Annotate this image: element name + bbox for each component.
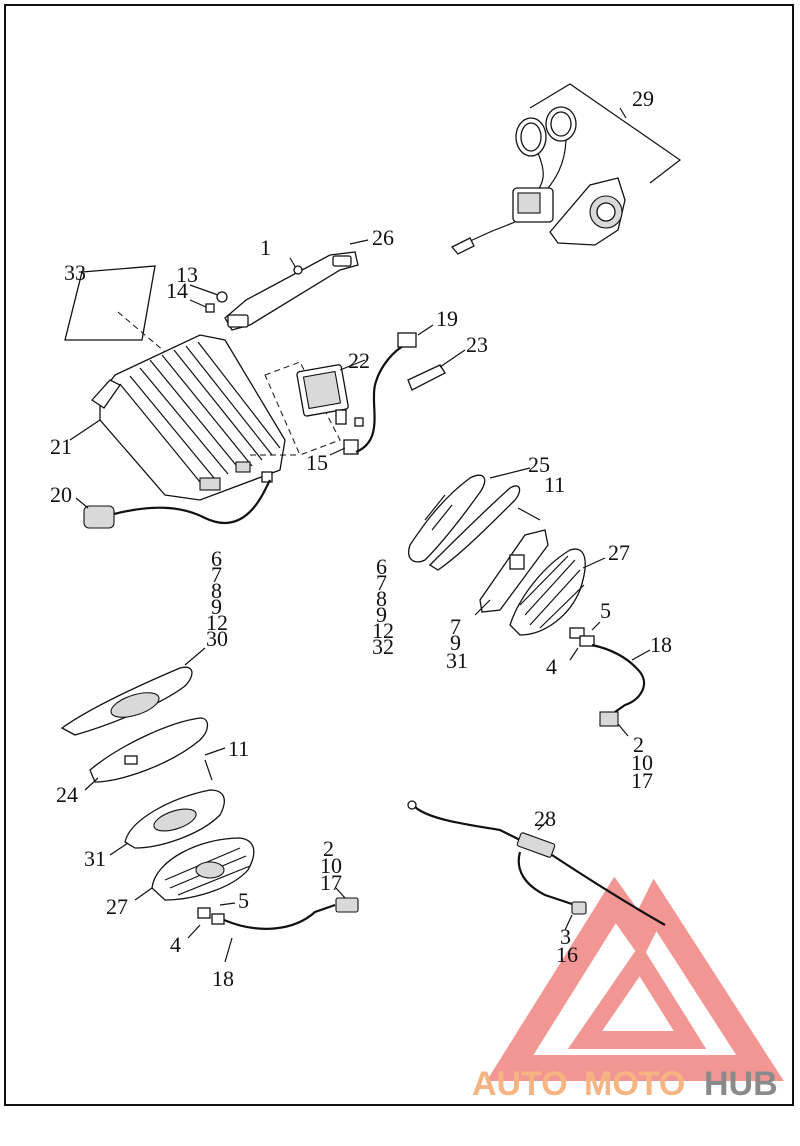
label-13: 13 [176,262,198,287]
part-harness [407,800,666,931]
part-sheet [64,265,166,353]
label-21: 21 [50,434,72,459]
label-group3-31: 31 [446,648,468,673]
label-29: 29 [632,86,654,111]
label-group3-7: 7 [450,614,461,639]
label-group2-32: 32 [372,634,394,659]
watermark-auto: AUTO [472,1065,568,1103]
label-2-right: 2 [633,732,644,757]
label-10-right: 10 [631,750,653,775]
label-1: 1 [260,235,271,260]
part-module-group [250,324,466,456]
part-antenna [75,479,271,529]
part-screws-13-14 [189,284,228,313]
label-25: 25 [528,452,550,477]
label-10-left: 10 [320,853,342,878]
part-headset [450,83,682,255]
watermark-logo [486,876,784,1081]
label-20: 20 [50,482,72,507]
label-group2-12: 12 [372,618,394,643]
label-group1-30: 30 [206,626,228,651]
label-4-left: 4 [170,932,181,957]
label-group2-8: 8 [376,586,387,611]
label-14: 14 [166,278,188,303]
label-15: 15 [306,450,328,475]
label-18-left: 18 [212,966,234,991]
part-left-speaker [60,647,359,963]
watermark-moto: MOTO [584,1065,685,1103]
label-11-left: 11 [228,736,249,761]
part-right-speaker [408,467,651,737]
label-23: 23 [466,332,488,357]
label-group1-7: 7 [211,562,222,587]
label-group2-9: 9 [376,602,387,627]
part-amplifier [69,334,286,501]
label-group1-12: 12 [206,610,228,635]
label-group1-8: 8 [211,578,222,603]
label-22: 22 [348,348,370,373]
label-17-left: 17 [320,870,342,895]
diagram-frame [4,4,794,1106]
label-24: 24 [56,782,78,807]
label-33: 33 [64,260,86,285]
label-3: 3 [560,924,571,949]
watermark-text: AUTO MOTO HUB [472,1065,778,1103]
label-31: 31 [84,846,106,871]
label-2-left: 2 [323,836,334,861]
label-5-right: 5 [600,598,611,623]
label-19: 19 [436,306,458,331]
watermark-hub: HUB [704,1065,778,1103]
label-11-right: 11 [544,472,565,497]
label-group1-9: 9 [211,594,222,619]
part-bracket-strap [224,239,369,331]
label-group2-7: 7 [376,570,387,595]
label-17-right: 17 [631,768,653,793]
label-27-left: 27 [106,894,128,919]
label-group1-6: 6 [211,546,222,571]
label-16: 16 [556,942,578,967]
label-27-right: 27 [608,540,630,565]
label-18-right: 18 [650,632,672,657]
label-4-right: 4 [546,654,557,679]
callout-labels: 1 26 29 33 13 14 19 22 23 21 15 20 25 11… [50,86,672,991]
label-26: 26 [372,225,394,250]
label-28: 28 [534,806,556,831]
label-group3-9: 9 [450,630,461,655]
label-5-left: 5 [238,888,249,913]
label-group2-6: 6 [376,554,387,579]
